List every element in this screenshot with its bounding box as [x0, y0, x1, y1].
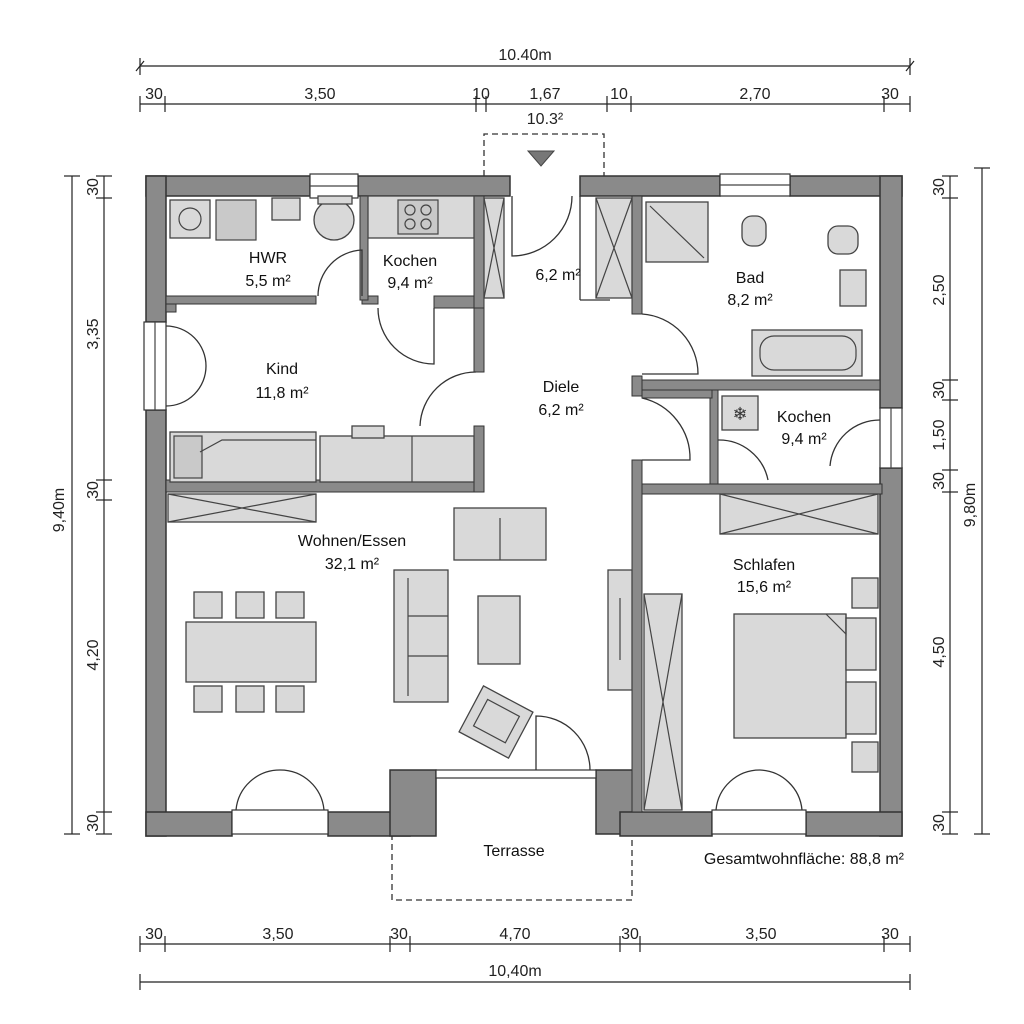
bottom-total-label: 10,40m	[488, 963, 541, 980]
furniture: ❄	[167, 195, 879, 811]
terrace	[391, 834, 633, 901]
room-kochen-right-name: Kochen	[777, 409, 831, 426]
coffee-table	[477, 595, 521, 665]
nightstand-top	[851, 577, 879, 609]
bottom-seg-2: 3,50	[262, 926, 293, 943]
doors	[165, 195, 881, 811]
bottom-seg-6: 3,50	[745, 926, 776, 943]
top-seg-5: 10	[610, 86, 628, 103]
right-seg-3: 30	[931, 381, 948, 399]
bottom-seg-5: 30	[621, 926, 639, 943]
room-vestibule-area: 6,2 m²	[535, 267, 581, 284]
room-kind-area: 11,8 m²	[255, 385, 309, 402]
bidet	[827, 225, 859, 255]
inner-walls	[165, 195, 883, 813]
room-terrasse-name: Terrasse	[483, 843, 544, 860]
top-seg-2: 3,50	[304, 86, 335, 103]
top-seg-7: 30	[881, 86, 899, 103]
top-seg-6: 2,70	[739, 86, 770, 103]
total-area-label: Gesamtwohnfläche: 88,8 m²	[704, 851, 905, 868]
entry-label: 10.3²	[527, 111, 564, 128]
kind-chair	[351, 425, 385, 439]
cooktop	[397, 199, 439, 235]
boiler	[313, 199, 355, 241]
room-bad-name: Bad	[736, 270, 764, 287]
left-seg-1: 30	[85, 178, 102, 196]
freezer	[721, 395, 759, 431]
bottom-seg-3: 30	[390, 926, 408, 943]
room-diele-area: 6,2 m²	[538, 402, 584, 419]
room-schlafen-name: Schlafen	[733, 557, 795, 574]
bottom-seg-4: 4,70	[499, 926, 530, 943]
left-dimensions: 9,40m 30 3,35 30 4,20 30	[51, 175, 112, 835]
room-diele-name: Diele	[543, 379, 580, 396]
room-wohnen-area: 32,1 m²	[325, 556, 380, 573]
room-bad-area: 8,2 m²	[727, 292, 773, 309]
left-seg-5: 30	[85, 814, 102, 832]
bottom-seg-1: 30	[145, 926, 163, 943]
entry-arrow-icon	[526, 150, 556, 167]
washer	[169, 199, 211, 239]
right-seg-6: 4,50	[931, 636, 948, 667]
room-hwr-name: HWR	[249, 250, 287, 267]
right-seg-2: 2,50	[931, 274, 948, 305]
bathtub	[751, 329, 863, 377]
lounge-chair	[458, 685, 534, 759]
double-bed	[733, 613, 847, 739]
dryer	[215, 199, 257, 241]
kind-desk	[319, 435, 475, 483]
bottom-dimensions: 30 3,50 30 4,70 30 3,50 30 10,40m	[139, 926, 911, 990]
room-schlafen-area: 15,6 m²	[737, 579, 792, 596]
left-seg-2: 3,35	[85, 318, 102, 349]
windows	[143, 173, 903, 835]
snowflake-icon: ❄	[732, 404, 747, 425]
room-kochen-top-name: Kochen	[383, 253, 437, 270]
top-seg-1: 30	[145, 86, 163, 103]
right-seg-7: 30	[931, 814, 948, 832]
sink	[271, 197, 301, 221]
room-kochen-top-area: 9,4 m²	[387, 275, 433, 292]
right-dimensions: 30 2,50 30 1,50 30 4,50 30 9,80m	[931, 167, 990, 835]
left-total-label: 9,40m	[51, 488, 68, 532]
bottom-seg-7: 30	[881, 926, 899, 943]
washbasin	[839, 269, 867, 307]
top-seg-4: 1,67	[529, 86, 560, 103]
top-seg-3: 10	[472, 86, 490, 103]
left-seg-3: 30	[85, 481, 102, 499]
right-seg-4: 1,50	[931, 419, 948, 450]
sofa	[393, 569, 449, 703]
room-kind-name: Kind	[266, 361, 298, 378]
right-seg-1: 30	[931, 178, 948, 196]
top-dimensions: 10.40m 30 3,50 10 1,67 10 2,70 30 10.3²	[135, 47, 915, 128]
right-seg-5: 30	[931, 472, 948, 490]
top-total-label: 10.40m	[498, 47, 551, 64]
room-labels: HWR 5,5 m² Kochen 9,4 m² 6,2 m² Bad 8,2 …	[245, 250, 904, 868]
entry-canopy	[483, 133, 605, 176]
nightstand-bottom	[851, 741, 879, 773]
dining-table	[185, 621, 317, 683]
room-kochen-right-area: 9,4 m²	[781, 431, 827, 448]
toilet	[741, 215, 767, 247]
right-total-label: 9,80m	[962, 483, 979, 527]
outer-walls	[145, 175, 903, 837]
room-hwr-area: 5,5 m²	[245, 273, 291, 290]
left-seg-4: 4,20	[85, 639, 102, 670]
room-wohnen-name: Wohnen/Essen	[298, 533, 406, 550]
